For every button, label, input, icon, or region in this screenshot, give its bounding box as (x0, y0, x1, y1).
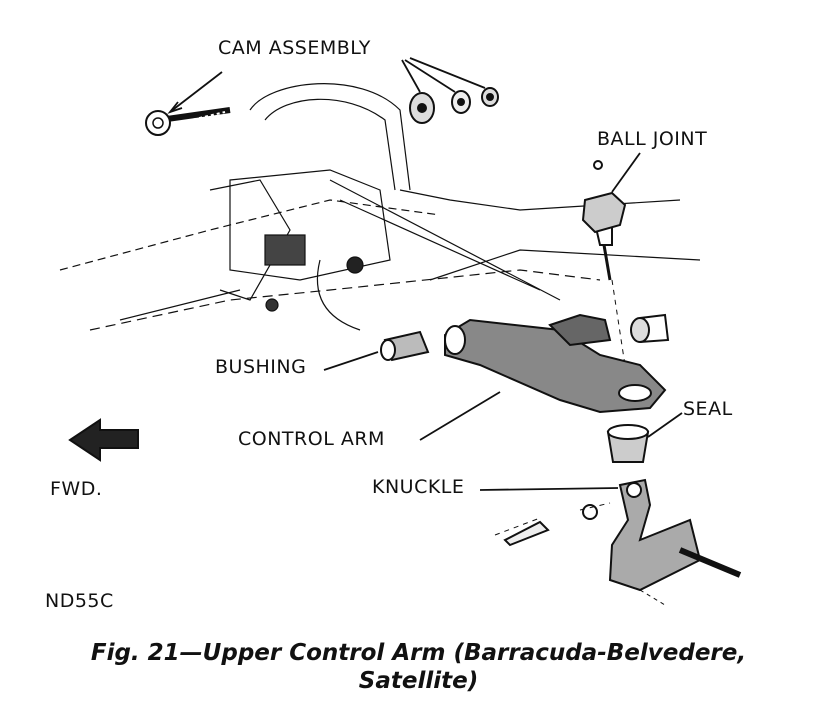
seal (606, 424, 650, 463)
leader-lines (167, 57, 683, 491)
frame-sketch (59, 83, 701, 331)
label-ball-joint: BALL JOINT (597, 128, 708, 150)
knuckle (494, 478, 742, 606)
control-arm (444, 313, 667, 414)
bushing (380, 313, 670, 362)
label-knuckle: KNUCKLE (372, 476, 465, 498)
cam-washers (409, 87, 499, 124)
caption-line-2: Satellite) (358, 668, 479, 694)
label-cam-assembly: CAM ASSEMBLY (218, 37, 371, 59)
ball-joint (581, 160, 629, 386)
label-bushing: BUSHING (215, 356, 307, 378)
label-seal: SEAL (683, 398, 733, 420)
cam-bolt (145, 107, 231, 136)
figure-code: ND55C (45, 590, 114, 612)
fwd-arrow-icon (68, 418, 139, 462)
label-control-arm: CONTROL ARM (238, 428, 385, 450)
label-fwd: FWD. (50, 478, 103, 500)
caption-line-1: Fig. 21—Upper Control Arm (Barracuda-Bel… (90, 640, 747, 666)
